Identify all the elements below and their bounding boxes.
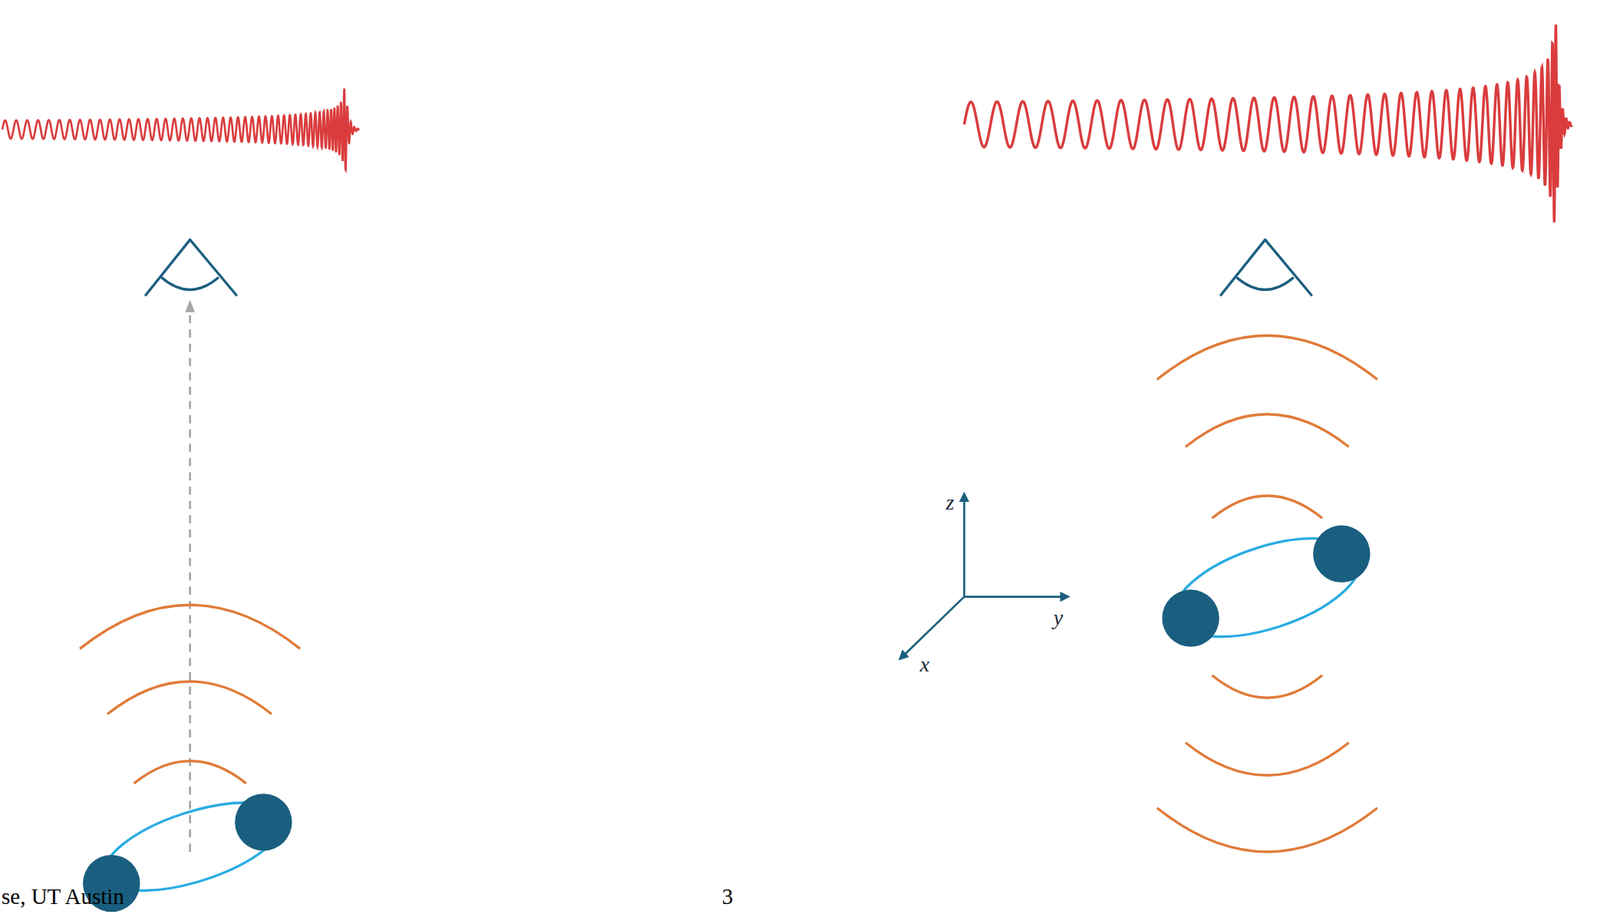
eye-symbol: [145, 239, 238, 296]
wavefronts: [1157, 675, 1378, 852]
waveform: [2, 88, 360, 170]
wavefronts: [79, 604, 301, 784]
page-number: 3: [722, 885, 734, 908]
binary-system: [1161, 518, 1372, 657]
line-of-sight: [188, 306, 192, 852]
waveform: [964, 24, 1573, 223]
footer-text: se, UT Austin: [1, 885, 125, 908]
axis-label: z: [946, 491, 955, 514]
eye-symbol: [1220, 239, 1313, 296]
wavefronts: [1157, 335, 1378, 518]
axis-label: x: [920, 653, 930, 676]
coordinate-axes: [900, 493, 1069, 659]
axis-label: y: [1053, 607, 1063, 629]
